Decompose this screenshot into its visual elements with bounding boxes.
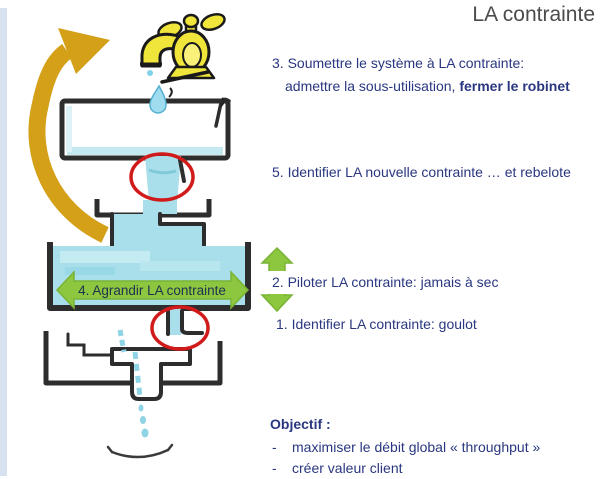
objective-heading: Objectif : xyxy=(270,416,331,432)
step-3-bold-text: fermer le robinet xyxy=(459,78,570,94)
water-channel xyxy=(110,212,206,250)
water-drop-icon xyxy=(147,70,167,114)
step-2-text: 2. Piloter LA contrainte: jamais à sec xyxy=(268,271,503,294)
outlet-pipe xyxy=(166,308,204,336)
water-stream xyxy=(117,329,149,438)
step-3-text: 3. Soumettre le système à LA contrainte:… xyxy=(272,52,570,98)
step-3-line1: 3. Soumettre le système à LA contrainte: xyxy=(272,55,525,71)
objective-bullet-2-text: créer valeur client xyxy=(292,460,403,476)
bottom-tank xyxy=(43,331,223,401)
step-1-text: 1. Identifier LA contrainte: goulot xyxy=(276,316,477,332)
expand-arrow-icon: 4. Agrandir LA contrainte xyxy=(55,270,250,310)
constraint-circle-top-icon xyxy=(129,152,195,202)
cycle-arrow-icon xyxy=(28,28,110,243)
left-edge-strip xyxy=(0,8,7,476)
bullet-dash: - xyxy=(272,460,277,476)
expand-arrow-label: 4. Agrandir LA contrainte xyxy=(78,283,226,298)
drip-dish xyxy=(106,443,174,459)
constraint-circle-bottom-icon xyxy=(150,305,210,351)
top-tank xyxy=(59,97,231,161)
slide-title: LA contrainte xyxy=(472,3,595,26)
bullet-dash: - xyxy=(272,439,277,455)
faucet-icon xyxy=(140,12,226,107)
funnel-neck xyxy=(143,156,186,214)
objective-bullet-2: - créer valeur client xyxy=(270,458,540,479)
objective-bullet-1: - maximiser le débit global « throughput… xyxy=(270,437,540,458)
step-5-text: 5. Identifier LA nouvelle contrainte … e… xyxy=(272,164,571,180)
objective-bullet-1-text: maximiser le débit global « throughput » xyxy=(292,439,541,455)
step-3-line2: admettre la sous-utilisation, fermer le … xyxy=(285,78,570,94)
objective-block: Objectif : - maximiser le débit global «… xyxy=(270,414,540,479)
funnel-diagram: 4. Agrandir LA contrainte xyxy=(28,12,294,459)
